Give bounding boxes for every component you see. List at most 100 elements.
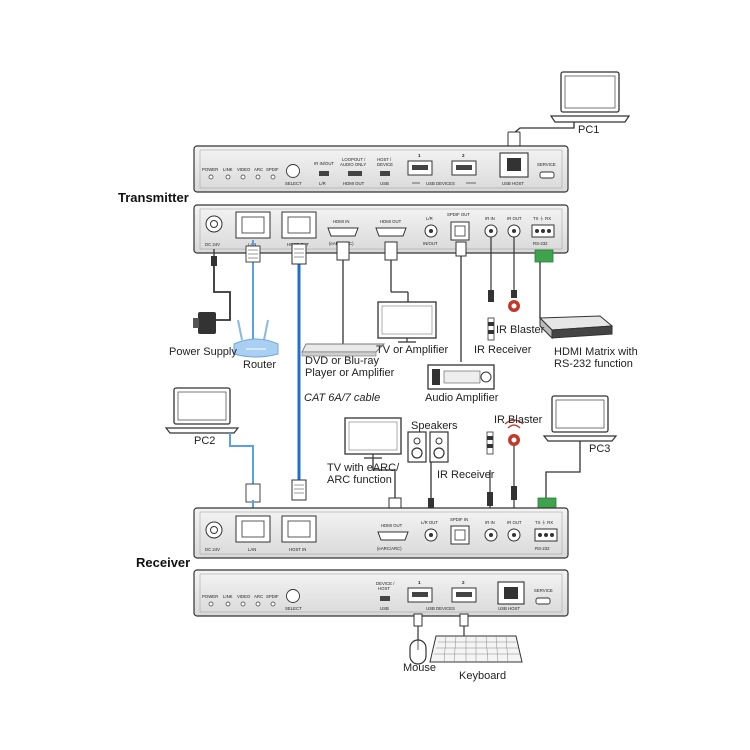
usb-plug-icon — [507, 131, 521, 147]
rx-txrx-label: TX ⏚ RX — [535, 520, 553, 525]
tx-led-power: POWER — [202, 167, 218, 172]
tx-inout-label: IN/OUT — [423, 241, 438, 246]
rx-led-spdif: SPDIF — [266, 594, 279, 599]
spdif-out-cable — [455, 241, 467, 362]
power-supply-icon — [193, 312, 216, 334]
mouse-icon — [409, 613, 427, 665]
tx-led-spdif: SPDIF — [266, 167, 279, 172]
ir-receiver-tx-icon — [487, 237, 495, 341]
ir-blaster-rx-icon — [504, 419, 524, 520]
tx-led-video: VIDEO — [237, 167, 251, 172]
tx-usb-devices-label: USB DEVICES — [426, 181, 455, 186]
tx-loopout-label: LOOPOUT / — [342, 157, 366, 162]
rx-ir-in-label: IR IN — [485, 520, 495, 525]
tv-amplifier-label: TV or Amplifier — [376, 344, 449, 356]
dvd-label-2: Player or Amplifier — [305, 367, 395, 379]
hdmi-in-cable — [336, 241, 350, 344]
cat-cable — [291, 243, 307, 501]
tx-ir-in-label: IR IN — [485, 216, 495, 221]
receiver-title: Receiver — [136, 555, 191, 570]
power-cable — [211, 249, 231, 321]
tx-spdif-out-label: SPDIF OUT — [447, 212, 470, 217]
router-icon — [233, 319, 279, 358]
tx-usb-label: USB — [380, 181, 389, 186]
rx-usb-label: USB — [380, 606, 389, 611]
tv-amplifier-icon — [377, 301, 437, 343]
ir-receiver-tx-label: IR Receiver — [474, 344, 532, 356]
audio-amplifier-icon — [427, 364, 495, 390]
rx-host-in-label: HOST IN — [289, 547, 306, 552]
rx-earc-label: (eARC/ARC) — [377, 546, 402, 551]
rx-hdmi-out-label: HDMI OUT — [381, 523, 403, 528]
rx-usb1-label: 1 — [418, 580, 421, 585]
tx-device-label: DEVICE — [377, 162, 393, 167]
tx-audio-only-label: AUDIO ONLY — [340, 162, 366, 167]
pc2-lan-cable — [229, 433, 254, 490]
receiver-rear-panel — [193, 507, 569, 559]
rx-ir-out-label: IR OUT — [507, 520, 522, 525]
rx-device-label: DEVICE / — [376, 581, 395, 586]
pc3-label: PC3 — [589, 443, 611, 455]
rx-service-label: SERVICE — [534, 588, 553, 593]
rx-select-label: SELECT — [285, 606, 302, 611]
rx-led-arc: ARC — [254, 594, 263, 599]
rx-led-power: POWER — [202, 594, 218, 599]
hdmi-matrix-label-1: HDMI Matrix with — [554, 346, 638, 358]
mouse-label: Mouse — [403, 662, 437, 674]
receiver-front-panel — [193, 569, 569, 617]
tx-hdmi-out-rear-label: HDMI OUT — [380, 219, 402, 224]
hdmi-matrix-icon — [538, 315, 614, 340]
transmitter-rear-panel — [193, 204, 569, 254]
router-label: Router — [243, 359, 277, 371]
tx-host-label: HOST / — [377, 157, 392, 162]
tv-earc-label-1: TV with eARC/ — [327, 462, 400, 474]
tv-earc-label-2: ARC function — [327, 474, 392, 486]
pc2-label: PC2 — [194, 435, 216, 447]
rx-led-video: VIDEO — [237, 594, 251, 599]
dvd-label-1: DVD or Blu-ray — [305, 355, 379, 367]
ir-receiver-rx-label: IR Receiver — [437, 469, 495, 481]
transmitter-front-panel — [193, 145, 569, 193]
rx-usb-devices-label: USB DEVICES — [426, 606, 455, 611]
keyboard-icon — [429, 613, 523, 663]
tx-hdmi-out-label: HDMI OUT — [343, 181, 365, 186]
rx-rs232-label: RS-232 — [535, 546, 550, 551]
power-supply-label: Power Supply — [169, 346, 237, 358]
pc3-laptop-icon — [542, 395, 618, 442]
tv-earc-icon — [344, 417, 402, 459]
rx-lan-label: LAN — [248, 547, 256, 552]
audio-amplifier-label: Audio Amplifier — [425, 392, 499, 404]
tx-led-arc: ARC — [254, 167, 263, 172]
tx-usb1-label: 1 — [418, 153, 421, 158]
pc1-usb-cable — [513, 122, 575, 134]
rx-usb2-label: 2 — [462, 580, 465, 585]
tx-led-link: LINK — [223, 167, 233, 172]
hdmi-out-cable — [384, 241, 409, 302]
tx-hdmi-in-label: HDMI IN — [333, 219, 349, 224]
tx-lr-rear-label: L/R — [426, 216, 433, 221]
rx-hdmi-out-cable — [372, 458, 396, 500]
hdmi-matrix-label-2: RS-232 function — [554, 358, 633, 370]
tx-txrx-label: TX ⏚ RX — [533, 216, 551, 221]
rx-lr-out-label: L/R OUT — [421, 520, 438, 525]
pc2-laptop-icon — [164, 387, 240, 434]
rx-usb-host-label: USB HOST — [498, 606, 520, 611]
speakers-label: Speakers — [411, 420, 458, 432]
keyboard-label: Keyboard — [459, 670, 507, 682]
dvd-player-icon — [301, 343, 386, 357]
rs232-cable-matrix — [534, 249, 554, 318]
tx-service-label: SERVICE — [537, 162, 556, 167]
transmitter-title: Transmitter — [118, 190, 189, 205]
tx-rs232-label: RS-232 — [533, 241, 548, 246]
ir-blaster-tx-icon — [508, 237, 520, 312]
lan-cable-router — [245, 240, 261, 340]
cat-cable-label: CAT 6A/7 cable — [304, 392, 381, 404]
rx-dc-label: DC 24V — [205, 547, 220, 552]
tx-ir-inout-label: IR IN/OUT — [314, 161, 334, 166]
tx-dc-label: DC 24V — [205, 242, 220, 247]
rx-led-link: LINK — [223, 594, 233, 599]
pc3-rs232-cable — [545, 441, 581, 498]
tx-ir-out-label: IR OUT — [507, 216, 522, 221]
